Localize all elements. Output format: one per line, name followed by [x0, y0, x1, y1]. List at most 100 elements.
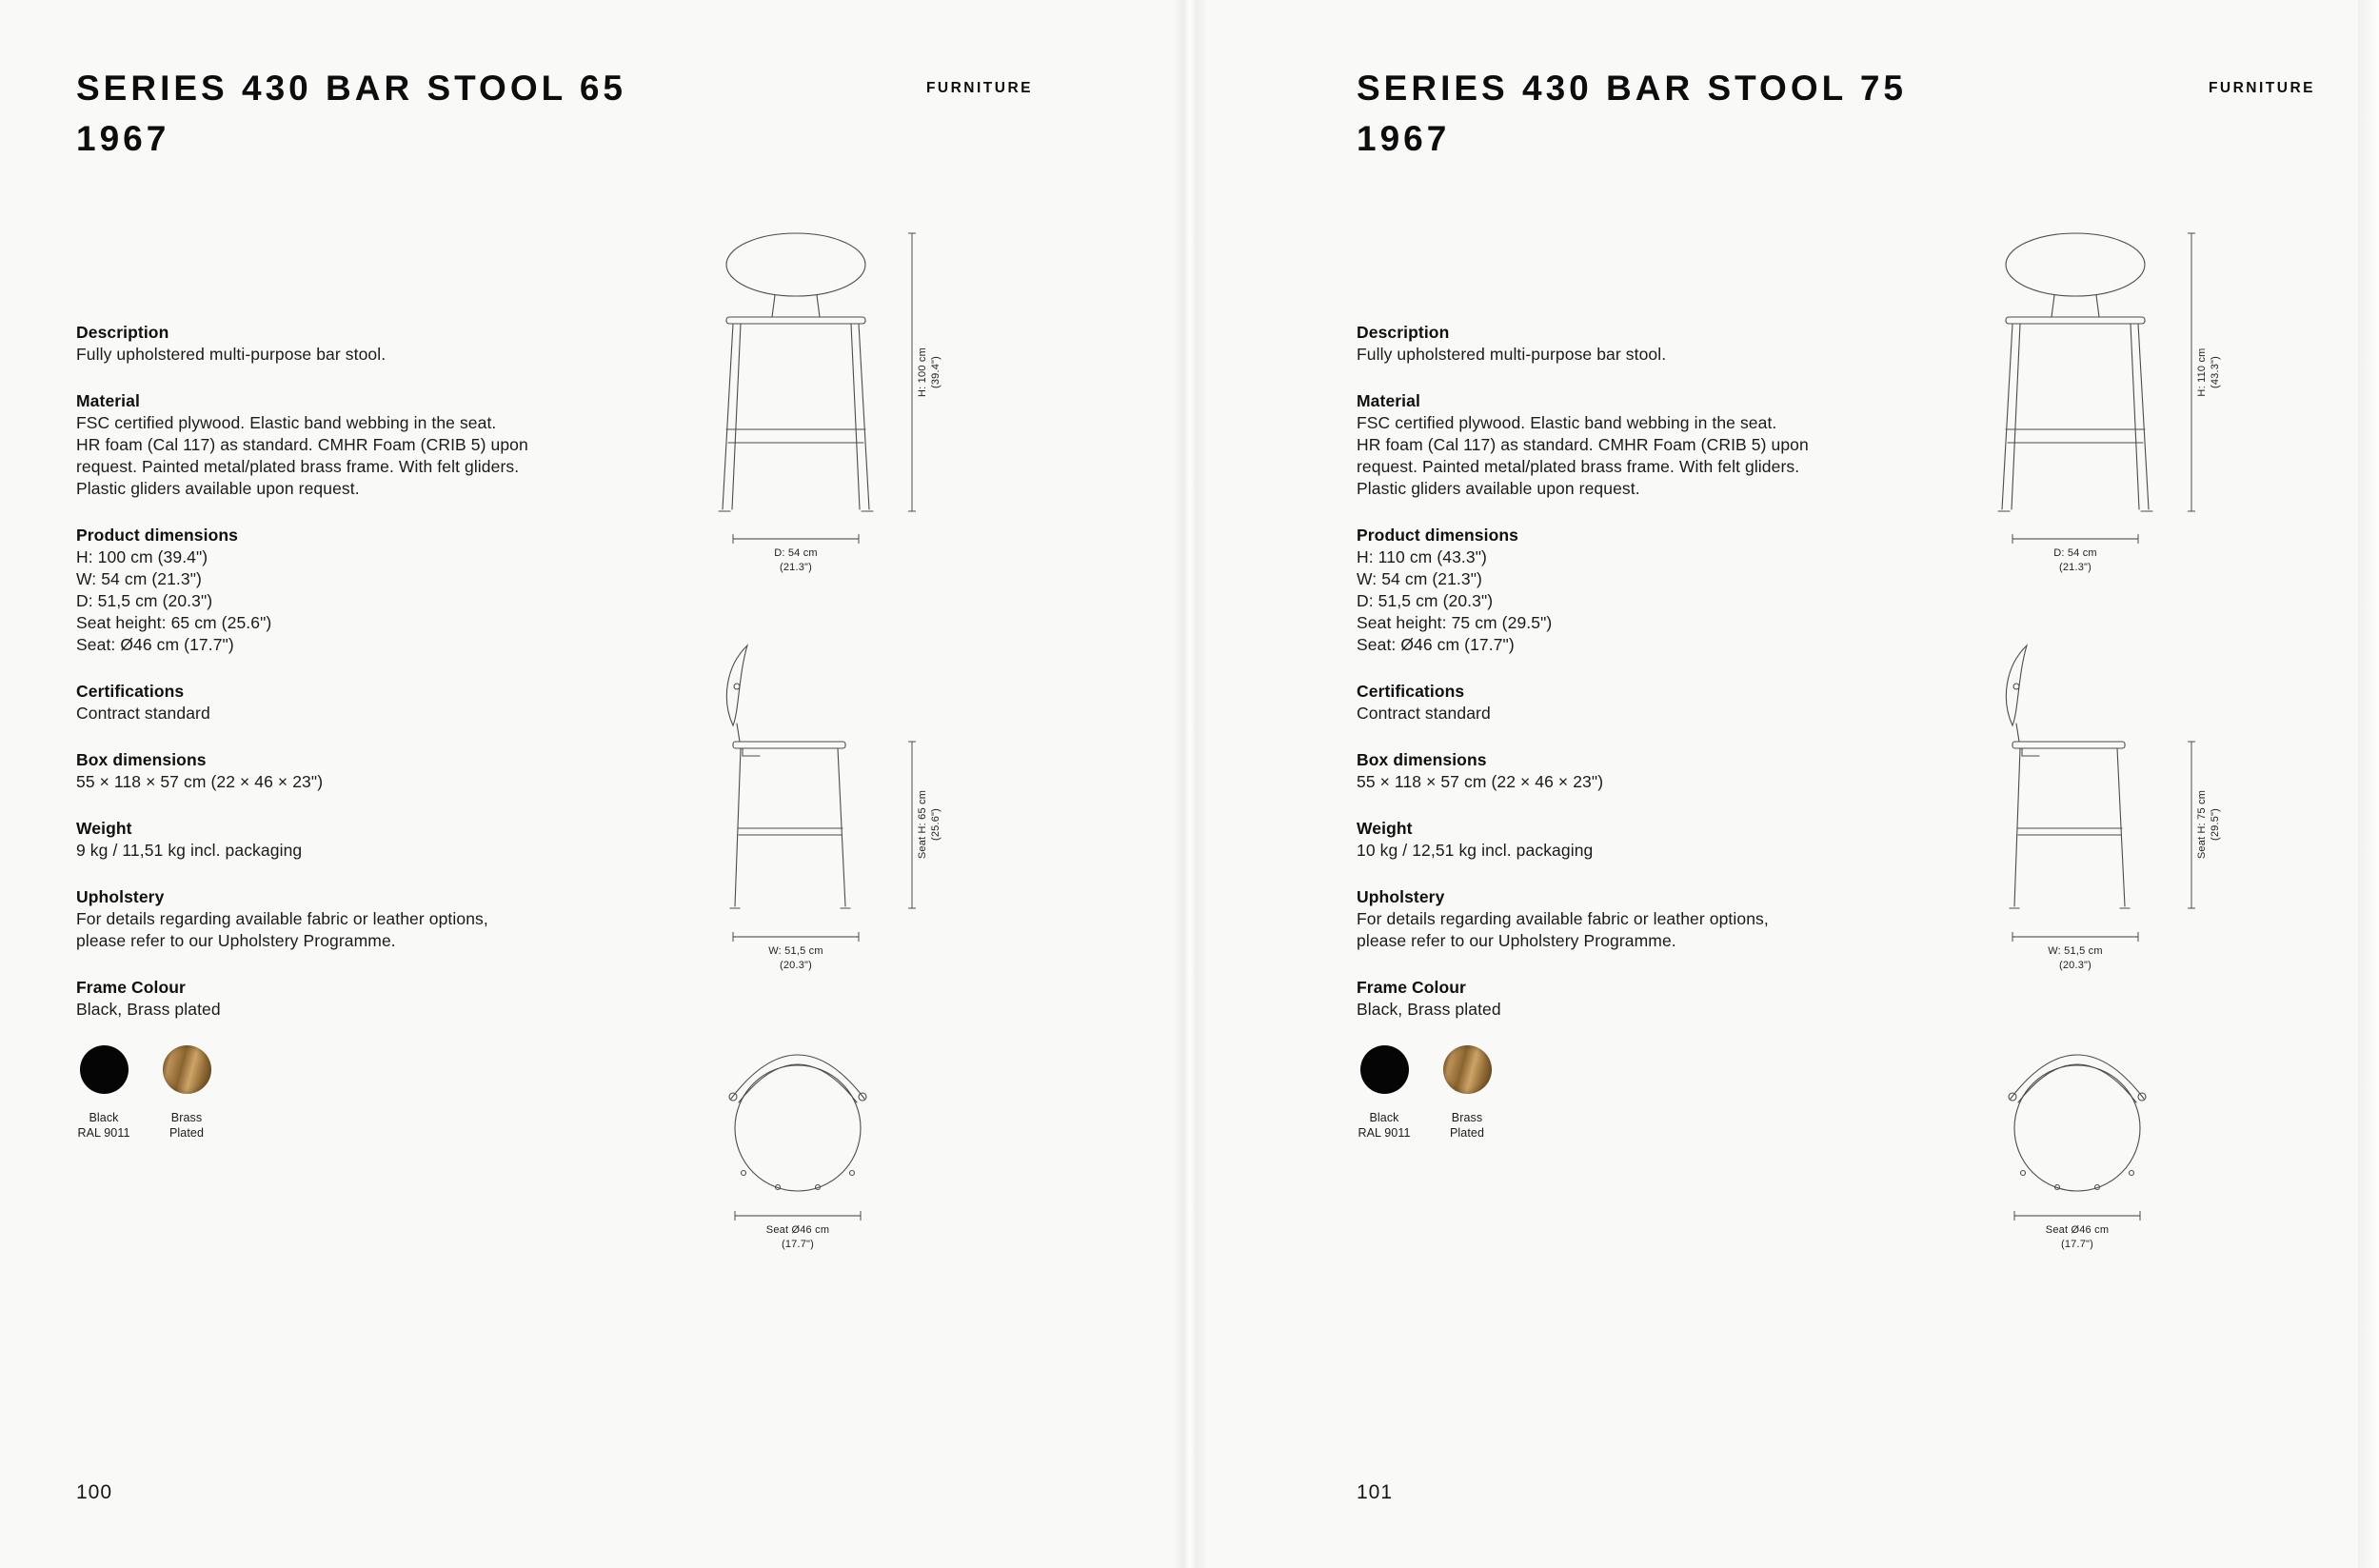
product-name: SERIES 430 BAR STOOL 75	[1357, 69, 1907, 108]
seat-height-dimension: Seat H: 65 cm (25.6")	[908, 741, 942, 909]
spec-line: 9 kg / 11,51 kg incl. packaging	[76, 841, 303, 860]
catalog-page-101: FURNITURE SERIES 430 BAR STOOL 75 1967 D…	[1190, 0, 2379, 1568]
spec-line: For details regarding available fabric o…	[1357, 909, 1769, 928]
swatch-black: Black RAL 9011	[1351, 1045, 1417, 1141]
depth-dimension: D: 54 cm (21.3")	[732, 534, 860, 573]
page-number: 101	[1357, 1481, 1394, 1503]
spec-heading: Certifications	[76, 682, 185, 701]
spec-line: FSC certified plywood. Elastic band webb…	[1357, 413, 1777, 432]
section-description: Description Fully upholstered multi-purp…	[1357, 322, 1842, 366]
section-certifications: Certifications Contract standard	[76, 681, 562, 724]
section-weight: Weight 9 kg / 11,51 kg incl. packaging	[76, 818, 562, 862]
depth-dimension: D: 54 cm (21.3")	[2012, 534, 2139, 573]
swatch-brass: Brass Plated	[1434, 1045, 1500, 1141]
section-frame-colour: Frame Colour Black, Brass plated	[76, 977, 562, 1021]
spec-line: Contract standard	[1357, 704, 1491, 723]
dimension-label: (21.3")	[2059, 562, 2092, 573]
category-label: FURNITURE	[2208, 80, 2315, 96]
dimension-label: Seat H: 75 cm	[2196, 790, 2208, 859]
spec-line: FSC certified plywood. Elastic band webb…	[76, 413, 497, 432]
spec-column: Description Fully upholstered multi-purp…	[76, 322, 562, 1141]
brass-swatch-circle	[1442, 1045, 1492, 1094]
product-year: 1967	[76, 119, 170, 158]
dimension-label: H: 110 cm	[2196, 347, 2208, 396]
spec-line: D: 51,5 cm (20.3")	[76, 591, 213, 610]
category-label: FURNITURE	[925, 80, 1033, 96]
spec-line: Fully upholstered multi-purpose bar stoo…	[76, 345, 387, 364]
section-upholstery: Upholstery For details regarding availab…	[76, 886, 562, 952]
swatch-label: Black RAL 9011	[77, 1111, 130, 1140]
seat-height-dimension: Seat H: 75 cm (29.5")	[2188, 741, 2221, 909]
spec-line: Seat height: 75 cm (29.5")	[1357, 613, 1553, 632]
page-title: SERIES 430 BAR STOOL 75 1967	[1357, 63, 1907, 164]
frame-colour-swatches: Black RAL 9011 Brass Plated	[70, 1045, 562, 1141]
spec-heading: Weight	[76, 819, 132, 838]
spec-column: Description Fully upholstered multi-purp…	[1357, 322, 1842, 1141]
side-view-drawing	[2005, 644, 2131, 909]
width-dimension: W: 51,5 cm (20.3")	[732, 932, 860, 971]
swatch-black: Black RAL 9011	[70, 1045, 137, 1141]
front-view-drawing	[1997, 232, 2153, 512]
spec-line: HR foam (Cal 117) as standard. CMHR Foam…	[76, 435, 528, 454]
top-view-drawing	[728, 1054, 867, 1192]
frame-colour-swatches: Black RAL 9011 Brass Plated	[1351, 1045, 1842, 1141]
side-view-drawing	[725, 644, 851, 909]
section-description: Description Fully upholstered multi-purp…	[76, 322, 562, 366]
spec-heading: Product dimensions	[1357, 526, 1519, 545]
spec-line: D: 51,5 cm (20.3")	[1357, 591, 1494, 610]
spec-heading: Frame Colour	[76, 978, 186, 997]
spec-line: Black, Brass plated	[1357, 1000, 1501, 1019]
product-year: 1967	[1357, 119, 1451, 158]
spec-line: W: 54 cm (21.3")	[76, 569, 202, 588]
technical-drawings: H: 110 cm (43.3") D: 54 cm (21.3")	[1963, 221, 2287, 1272]
spec-heading: Description	[76, 323, 169, 342]
section-product-dimensions: Product dimensions H: 110 cm (43.3") W: …	[1357, 525, 1842, 656]
section-upholstery: Upholstery For details regarding availab…	[1357, 886, 1842, 952]
spec-line: For details regarding available fabric o…	[76, 909, 488, 928]
section-frame-colour: Frame Colour Black, Brass plated	[1357, 977, 1842, 1021]
dimension-label: H: 100 cm	[917, 347, 928, 397]
spec-line: H: 100 cm (39.4")	[76, 547, 208, 566]
dimension-label: (43.3")	[2210, 356, 2221, 388]
dimension-label: Seat H: 65 cm	[917, 790, 928, 859]
spec-line: Seat height: 65 cm (25.6")	[76, 613, 272, 632]
spec-heading: Box dimensions	[1357, 750, 1487, 769]
section-material: Material FSC certified plywood. Elastic …	[76, 390, 562, 500]
technical-drawings: H: 100 cm (39.4") D: 54 cm (21.3")	[684, 221, 1007, 1272]
dimension-label: W: 51,5 cm	[768, 945, 823, 957]
height-dimension: H: 100 cm (39.4")	[908, 232, 942, 512]
dimension-label: (29.5")	[2210, 808, 2221, 841]
width-dimension: W: 51,5 cm (20.3")	[2012, 932, 2139, 971]
section-certifications: Certifications Contract standard	[1357, 681, 1842, 724]
seat-diameter-dimension: Seat Ø46 cm (17.7")	[2013, 1211, 2141, 1250]
spec-heading: Weight	[1357, 819, 1413, 838]
front-view-drawing	[718, 232, 874, 512]
dimension-label: (39.4")	[930, 356, 942, 388]
spec-line: please refer to our Upholstery Programme…	[76, 931, 396, 950]
spec-line: HR foam (Cal 117) as standard. CMHR Foam…	[1357, 435, 1809, 454]
black-swatch-circle	[1359, 1045, 1409, 1094]
spec-heading: Material	[76, 391, 140, 410]
top-view-drawing	[2008, 1054, 2147, 1192]
spec-line: please refer to our Upholstery Programme…	[1357, 931, 1676, 950]
dimension-label: (20.3")	[2059, 960, 2092, 971]
section-product-dimensions: Product dimensions H: 100 cm (39.4") W: …	[76, 525, 562, 656]
dimension-label: Seat Ø46 cm	[2046, 1224, 2109, 1236]
spec-line: request. Painted metal/plated brass fram…	[1357, 457, 1800, 476]
spec-line: Plastic gliders available upon request.	[76, 479, 360, 498]
catalog-page-100: FURNITURE SERIES 430 BAR STOOL 65 1967 D…	[0, 0, 1189, 1568]
spec-line: Black, Brass plated	[76, 1000, 221, 1019]
page-number: 100	[76, 1481, 113, 1503]
height-dimension: H: 110 cm (43.3")	[2188, 232, 2221, 512]
spec-heading: Product dimensions	[76, 526, 239, 545]
dimension-label: D: 54 cm	[774, 547, 818, 559]
seat-diameter-dimension: Seat Ø46 cm (17.7")	[734, 1211, 862, 1250]
spec-heading: Description	[1357, 323, 1450, 342]
spec-heading: Upholstery	[76, 887, 165, 906]
spec-heading: Certifications	[1357, 682, 1465, 701]
page-title: SERIES 430 BAR STOOL 65 1967	[76, 63, 626, 164]
swatch-brass: Brass Plated	[153, 1045, 220, 1141]
spec-line: Seat: Ø46 cm (17.7")	[1357, 635, 1515, 654]
dimension-label: (21.3")	[780, 562, 812, 573]
